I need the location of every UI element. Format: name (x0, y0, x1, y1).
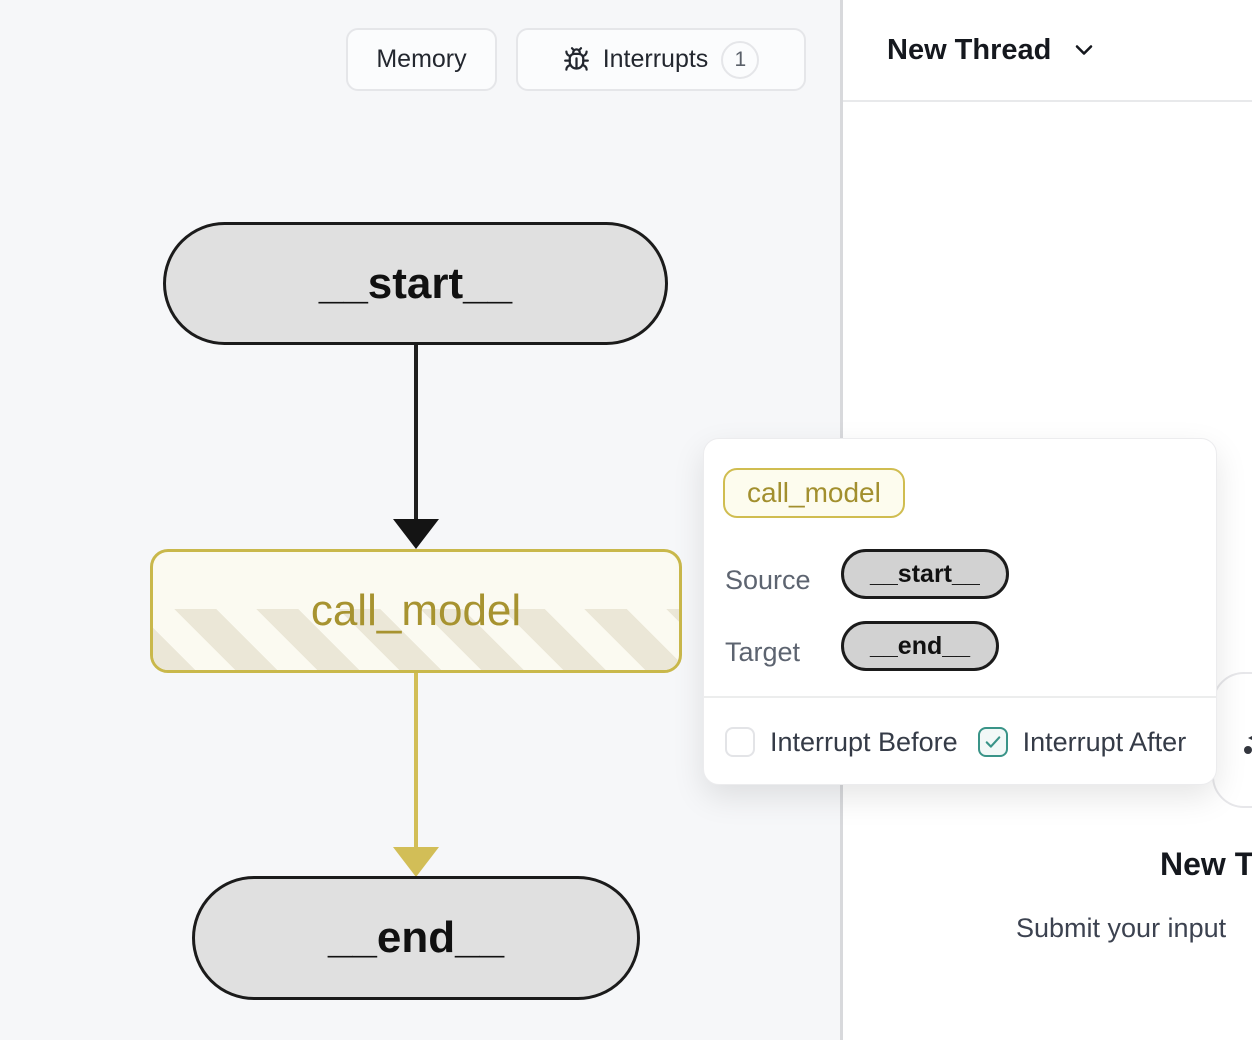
popover-divider (704, 696, 1216, 698)
interrupt-after-label: Interrupt After (1022, 726, 1187, 757)
bug-icon (563, 46, 590, 73)
edge-start-to-callmodel (414, 344, 418, 522)
memory-button[interactable]: Memory (346, 28, 497, 91)
thread-controls-card[interactable] (1212, 672, 1252, 808)
thread-title: New Thread (887, 33, 1052, 66)
source-value-pill: __start__ (841, 549, 1009, 599)
empty-state-subtitle: Submit your input (1016, 913, 1227, 943)
source-label: Source (725, 565, 811, 595)
popover-node-chip: call_model (723, 468, 905, 518)
chevron-down-icon (1070, 36, 1098, 64)
empty-state-title: New Thread (1160, 846, 1252, 882)
graph-node-end[interactable]: __end__ (192, 876, 640, 1000)
node-call-model-label: call_model (310, 586, 522, 635)
interrupt-before-checkbox[interactable] (725, 727, 755, 757)
memory-button-label: Memory (376, 45, 467, 73)
arrowhead-black (393, 519, 439, 549)
node-start-label: __start__ (318, 258, 513, 308)
graph-node-start[interactable]: __start__ (163, 222, 668, 345)
target-value-pill: __end__ (841, 621, 1000, 671)
target-label: Target (725, 637, 801, 667)
interrupts-button[interactable]: Interrupts 1 (516, 28, 806, 91)
call-model-stripes (153, 608, 679, 670)
interrupt-before-label: Interrupt Before (770, 726, 958, 757)
edge-callmodel-to-end (414, 672, 418, 848)
interrupts-count-badge: 1 (721, 40, 760, 79)
thread-selector-dropdown[interactable]: New Thread (843, 0, 1252, 102)
graph-mode-icon (1234, 724, 1252, 765)
interrupt-options-row: Interrupt Before Interrupt After (725, 722, 1186, 762)
interrupts-button-label: Interrupts (602, 45, 709, 73)
graph-node-call-model[interactable]: call_model (150, 549, 682, 673)
arrowhead-yellow (393, 847, 439, 877)
interrupt-after-checkbox[interactable] (977, 727, 1008, 757)
node-details-popover: call_model Source __start__ Target __end… (703, 438, 1217, 785)
node-end-label: __end__ (327, 913, 505, 962)
